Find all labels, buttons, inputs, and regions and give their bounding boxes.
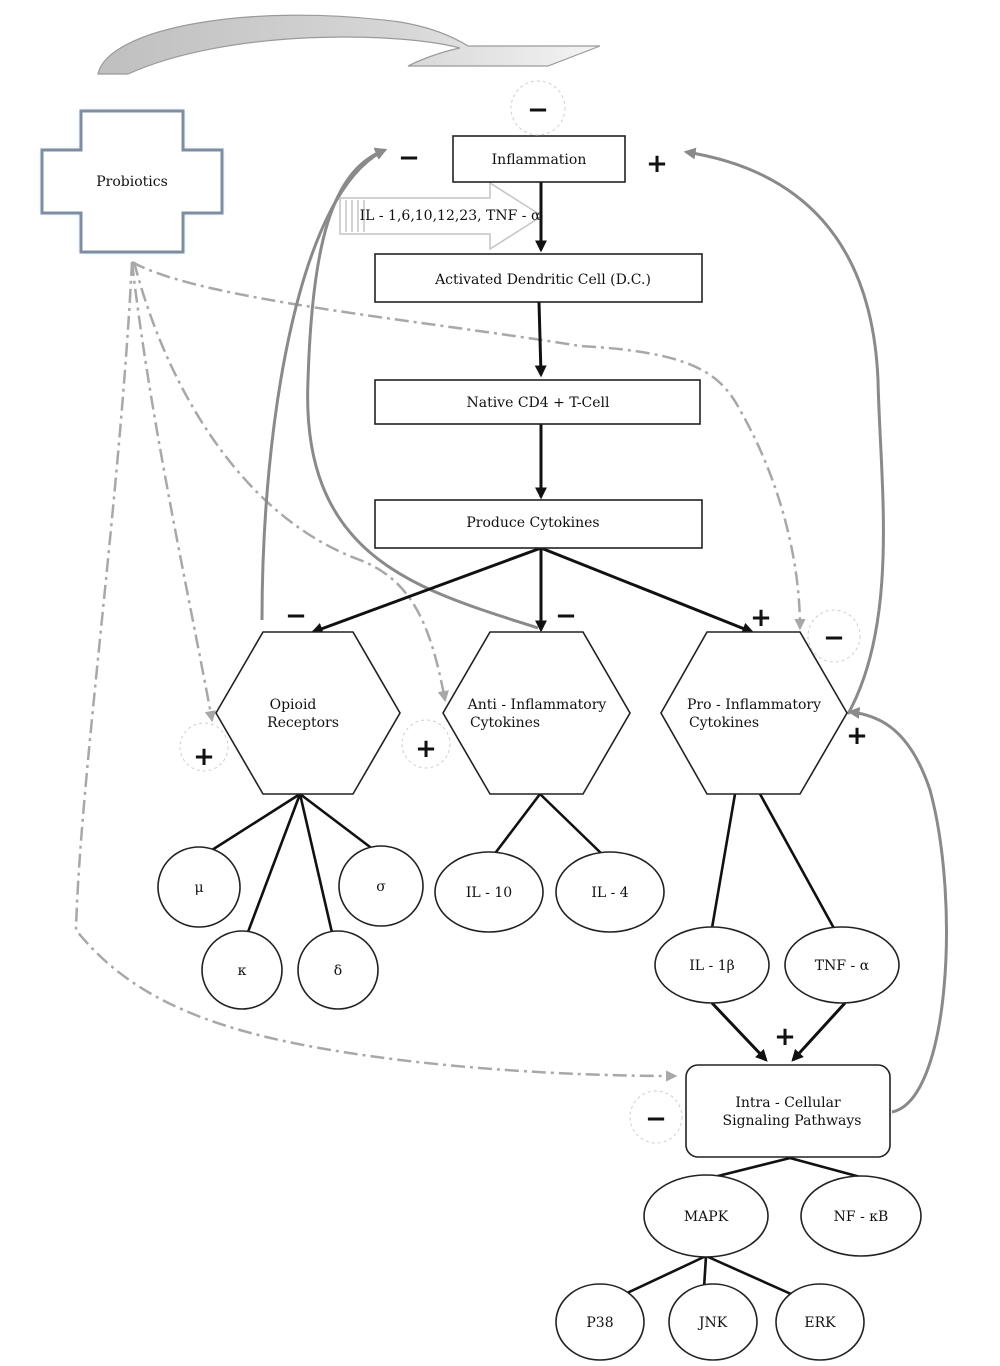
sign-minus-anti: −: [555, 601, 577, 631]
produce-cytokines-node: Produce Cytokines: [374, 499, 703, 549]
delta-label: δ: [334, 963, 342, 979]
il10-label: IL - 10: [466, 885, 512, 901]
tnfa-to-signaling-arrow: [791, 1001, 847, 1062]
minus-circle-pro: [807, 609, 861, 663]
plus-circle-opioid: [179, 722, 229, 772]
signaling-label-line2: Signaling Pathways: [723, 1113, 862, 1129]
minus-circle-top: [510, 80, 566, 136]
sign-plus-pro: +: [750, 603, 772, 633]
probiotics-node: Probiotics: [40, 109, 224, 254]
cd4-t-cell-label: Native CD4 + T-Cell: [466, 395, 610, 411]
signaling-pathways-node: Intra - Cellular Signaling Pathways: [685, 1064, 891, 1158]
top-curved-arrow: [97, 14, 601, 75]
probiotics-label: Probiotics: [96, 174, 168, 190]
il1b-label: IL - 1β: [689, 958, 734, 974]
sigma-label: σ: [376, 879, 386, 895]
cytokines-to-opioid-arrow: [310, 546, 542, 635]
sigma-receptor-node: σ: [338, 845, 424, 927]
mu-label: μ: [194, 880, 203, 896]
sign-plus-pro-feedback: +: [846, 721, 868, 751]
cd4-t-cell-node: Native CD4 + T-Cell: [374, 379, 701, 425]
jnk-label: JNK: [697, 1315, 728, 1331]
nfkb-node: NF - κB: [800, 1175, 922, 1257]
tnfa-node: TNF - α: [784, 926, 900, 1004]
il1b-node: IL - 1β: [654, 926, 770, 1004]
interleukin-hollow-arrow: [339, 181, 544, 251]
dendritic-to-cd4-arrow: [534, 301, 547, 378]
anti-inflammatory-to-inflammation-arrow: [306, 147, 539, 630]
nfkb-label: NF - κB: [834, 1209, 889, 1225]
sign-minus-pro-right: −: [823, 623, 845, 653]
il10-node: IL - 10: [434, 851, 544, 933]
signaling-label: Intra - Cellular: [735, 1095, 841, 1111]
sign-plus-inflammation-right: +: [646, 149, 668, 179]
opioid-receptors-label: Opioid: [270, 697, 317, 713]
sign-plus-opioid: +: [193, 742, 215, 772]
probiotics-cross: [40, 109, 224, 254]
plus-circle-anti: [401, 719, 451, 769]
interleukins-label: IL - 1,6,10,12,23, TNF - α: [360, 208, 541, 224]
produce-cytokines-label: Produce Cytokines: [466, 515, 599, 531]
sign-plus-signaling: +: [774, 1022, 796, 1052]
sign-minus-top: −: [527, 95, 549, 125]
anti-inflammatory-label-line2: Cytokines: [470, 715, 540, 731]
opioid-receptors-node: Opioid Receptors: [215, 631, 401, 795]
probiotics-to-anti-inflammatory-arrow: [132, 261, 449, 703]
anti-inflammatory-label: Anti - Inflammatory: [467, 697, 607, 713]
sign-minus-opioid: −: [285, 601, 307, 631]
opioid-receptors-label-line2: Receptors: [267, 715, 339, 731]
sign-minus-signaling: −: [645, 1104, 667, 1134]
jnk-node: JNK: [668, 1283, 758, 1361]
pro-inflammatory-label-line2: Cytokines: [689, 715, 759, 731]
opioid-branches: [211, 792, 375, 941]
pro-inflammatory-to-inflammation-arrow: [683, 147, 885, 715]
p38-label: P38: [586, 1315, 613, 1331]
p38-node: P38: [555, 1283, 645, 1361]
dendritic-cell-node: Activated Dendritic Cell (D.C.): [374, 253, 703, 303]
inflammation-label: Inflammation: [492, 152, 587, 168]
cytokines-to-pro-inflammatory-arrow: [540, 546, 755, 635]
probiotics-to-pro-inflammatory-arrow: [131, 260, 806, 631]
pro-inflammatory-cytokines-node: Pro - Inflammatory Cytokines: [660, 631, 848, 795]
pro-inflammatory-label: Pro - Inflammatory: [687, 697, 821, 713]
delta-receptor-node: δ: [297, 930, 379, 1010]
anti-inflammatory-cytokines-node: Anti - Inflammatory Cytokines: [442, 631, 631, 795]
inflammation-node: Inflammation: [452, 135, 626, 183]
tnfa-label: TNF - α: [815, 958, 870, 974]
erk-label: ERK: [804, 1315, 836, 1331]
kappa-receptor-node: κ: [201, 930, 283, 1010]
signaling-branches: [709, 1156, 865, 1180]
mapk-node: MAPK: [643, 1174, 769, 1258]
sign-plus-anti: +: [415, 734, 437, 764]
dendritic-cell-label: Activated Dendritic Cell (D.C.): [434, 272, 651, 288]
kappa-label: κ: [238, 963, 247, 979]
il4-node: IL - 4: [555, 851, 665, 933]
signaling-to-pro-inflammatory-arrow: [847, 706, 948, 1114]
opioid-to-inflammation-arrow: [260, 148, 388, 621]
il1b-to-signaling-arrow: [710, 1001, 768, 1062]
mapk-label: MAPK: [684, 1209, 729, 1225]
probiotics-to-signaling-arrow: [74, 261, 678, 1082]
minus-circle-signaling: [629, 1090, 683, 1144]
anti-inflammatory-branches: [488, 793, 606, 861]
erk-node: ERK: [775, 1283, 865, 1361]
il4-label: IL - 4: [591, 885, 628, 901]
mu-receptor-node: μ: [157, 846, 241, 928]
sign-minus-inflammation-left: −: [398, 143, 420, 173]
probiotics-to-opioid-arrow: [130, 261, 216, 723]
pro-inflammatory-branches: [710, 793, 838, 933]
